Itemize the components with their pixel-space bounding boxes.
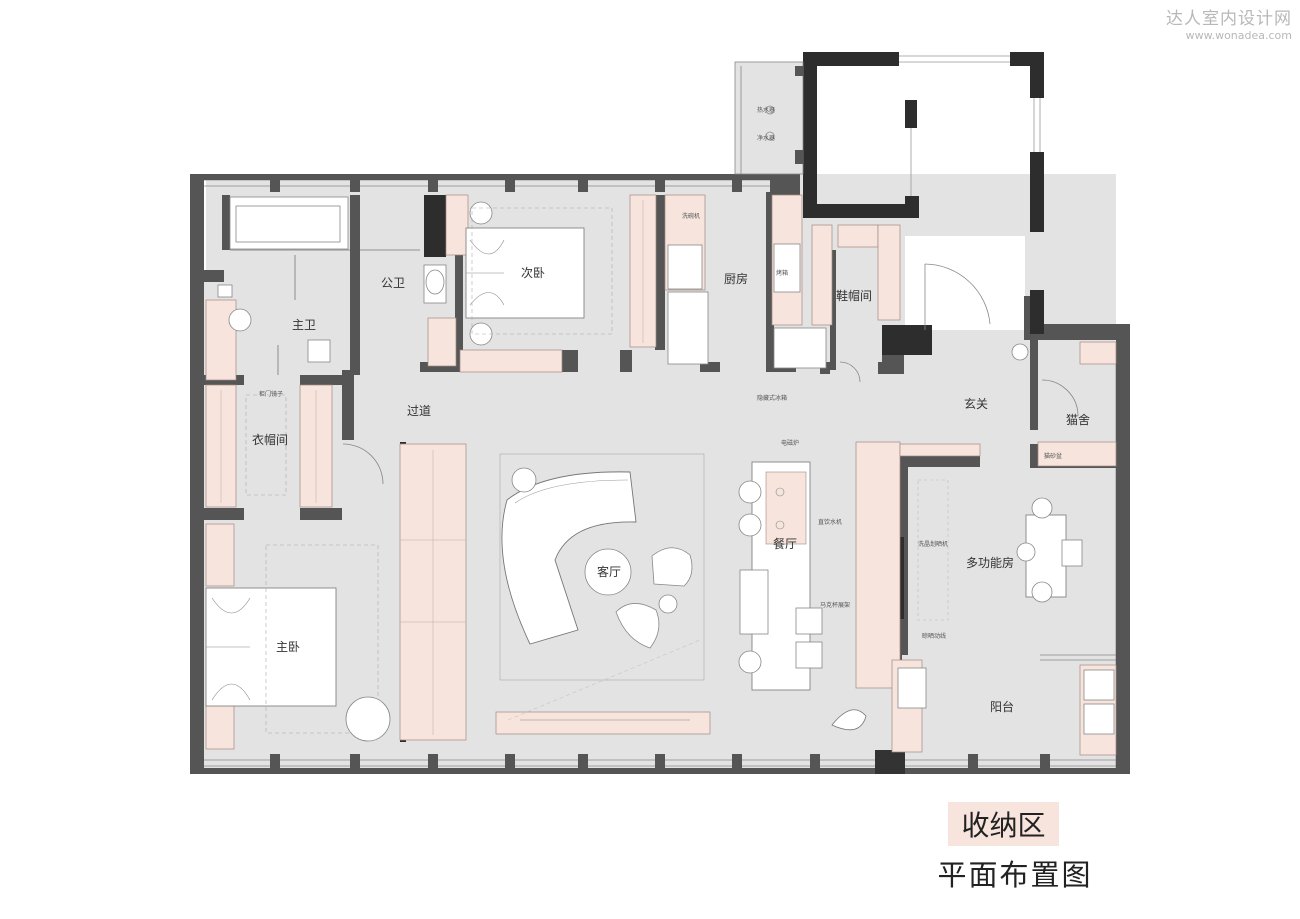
watermark-url: www.wonadea.com xyxy=(1185,29,1292,42)
induction-label: 电磁炉 xyxy=(781,439,799,447)
water-dispenser-label: 直饮水机 xyxy=(818,518,842,526)
second-bedroom-bed xyxy=(465,201,613,346)
dining-room-label: 餐厅 xyxy=(773,536,797,551)
shaft-walls xyxy=(803,52,1044,334)
cabinet-mirror-label: 柜门镜子 xyxy=(259,390,283,398)
washer-dryer-label: 洗晶划晒机 xyxy=(918,540,948,548)
multi-room-label: 多功能房 xyxy=(966,555,1014,570)
watermark: 达人室内设计网 www.wonadea.com xyxy=(1166,4,1292,42)
master-bath-label: 主卫 xyxy=(292,318,316,332)
dining-furniture xyxy=(738,461,867,731)
plan-title: 平面布置图 xyxy=(937,858,1093,892)
water-purifier-label: 净水器 xyxy=(757,134,775,142)
water-heater-label: 热水器 xyxy=(757,106,775,114)
storage-legend-tag: 收纳区 xyxy=(948,802,1059,846)
living-room-label: 客厅 xyxy=(597,564,621,579)
master-bedroom-label: 主卧 xyxy=(276,640,300,654)
utility-walls xyxy=(795,66,803,164)
hidden-fridge-label: 隐藏式冰箱 xyxy=(757,394,787,402)
living-room-furniture xyxy=(499,453,705,721)
oven-label: 烤箱 xyxy=(776,269,788,277)
kitchen-label: 厨房 xyxy=(724,271,748,286)
kitchen-fixtures xyxy=(667,243,827,369)
utility-balcony xyxy=(734,61,804,175)
balcony-label: 阳台 xyxy=(990,699,1014,714)
shaft-window-lines xyxy=(899,55,1041,196)
entrance-fixtures xyxy=(342,263,1079,485)
annotation-labels: 洗碗机 烤箱 隐藏式冰箱 电磁炉 直饮水机 马克杯展架 洗晶划晒机 晾晒动线 柜… xyxy=(259,212,1062,640)
storage-hatch xyxy=(220,200,644,735)
master-bed xyxy=(205,394,391,742)
drying-line-label: 晾晒动线 xyxy=(922,632,946,640)
litter-box-label: 猫砂盆 xyxy=(1044,452,1062,460)
bath-fixtures xyxy=(217,264,447,363)
dishwasher-label: 洗碗机 xyxy=(682,212,700,220)
room-labels: 主卫 公卫 次卧 厨房 鞋帽间 过道 玄关 猫舍 衣帽间 客厅 餐厅 多功能房 … xyxy=(252,266,1090,714)
corridor-label: 过道 xyxy=(407,404,431,418)
multi-room-furniture xyxy=(897,479,1116,735)
glass-partitions xyxy=(230,249,420,375)
entrance-label: 玄关 xyxy=(964,396,988,411)
window-mullions xyxy=(270,174,1050,774)
watermark-title: 达人室内设计网 xyxy=(1166,9,1292,29)
cloakroom-label: 衣帽间 xyxy=(252,432,288,447)
bathtub xyxy=(229,196,349,250)
cup-rack-label: 马克杯展架 xyxy=(820,601,850,609)
second-bedroom-label: 次卧 xyxy=(521,266,545,280)
cat-house-label: 猫舍 xyxy=(1066,412,1090,427)
shoe-room-label: 鞋帽间 xyxy=(836,288,872,303)
public-bath-label: 公卫 xyxy=(381,276,405,290)
